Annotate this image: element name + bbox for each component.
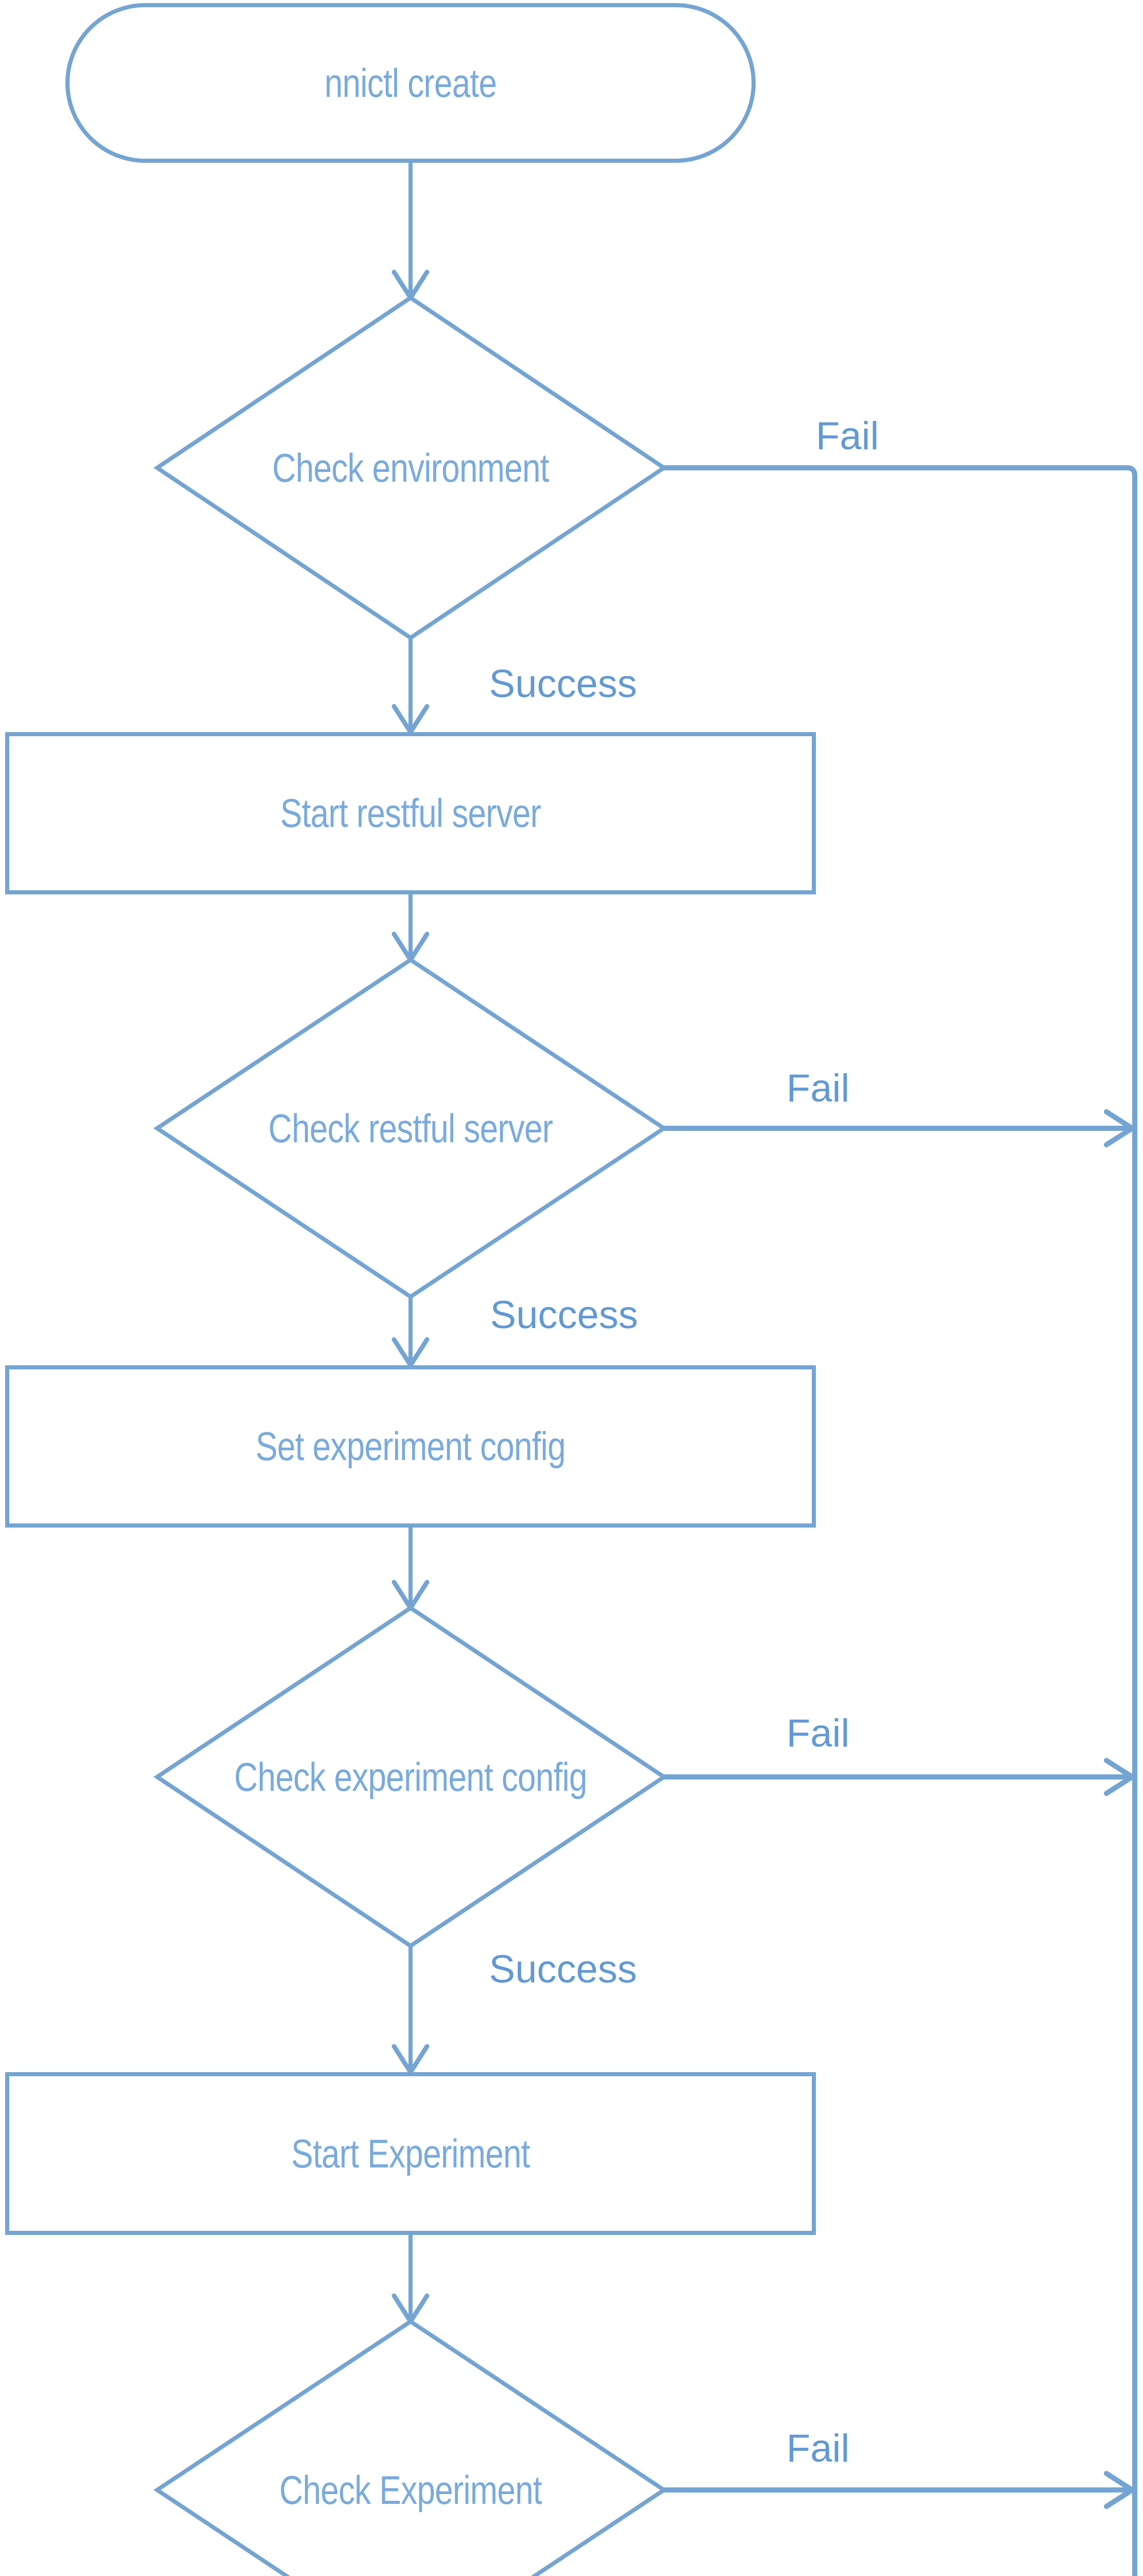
node-check-experiment-config-shape: [153, 1605, 668, 1948]
node-check-environment-label: Check environment: [272, 445, 549, 490]
edge-label-success-3: Success: [489, 1947, 637, 1991]
arrow-right-icon: [1104, 2471, 1135, 2509]
edge-label-fail-1: Fail: [815, 414, 879, 458]
edge-check-environment-fail-to-finish: [664, 465, 1137, 2576]
node-check-experiment-label: Check Experiment: [279, 2467, 542, 2513]
node-check-experiment-shape: [153, 2319, 668, 2576]
node-check-experiment-config-label: Check experiment config: [234, 1754, 587, 1800]
node-check-environment-shape: [153, 295, 668, 640]
node-check-restful-server-label: Check restful server: [268, 1105, 553, 1151]
node-check-restful-server-shape: [153, 957, 668, 1299]
node-start-restful-server-label: Start restful server: [280, 790, 541, 836]
arrow-right-icon: [1104, 1109, 1135, 1147]
node-set-experiment-config-shape: [5, 1365, 816, 1528]
node-set-experiment-config-label: Set experiment config: [255, 1423, 566, 1469]
edge-label-fail-3: Fail: [786, 1711, 850, 1755]
node-start-shape: [65, 3, 756, 163]
edge-label-fail-4: Fail: [786, 2426, 850, 2470]
edge-label-fail-2: Fail: [786, 1066, 850, 1110]
node-start-restful-server-shape: [5, 732, 816, 894]
node-start-label: nnictl create: [324, 60, 497, 106]
node-start-experiment-label: Start Experiment: [291, 2130, 530, 2176]
arrow-right-icon: [1104, 1758, 1135, 1796]
edge-label-success-1: Success: [489, 662, 637, 706]
node-start-experiment-shape: [5, 2072, 816, 2235]
edge-label-success-2: Success: [490, 1293, 638, 1337]
